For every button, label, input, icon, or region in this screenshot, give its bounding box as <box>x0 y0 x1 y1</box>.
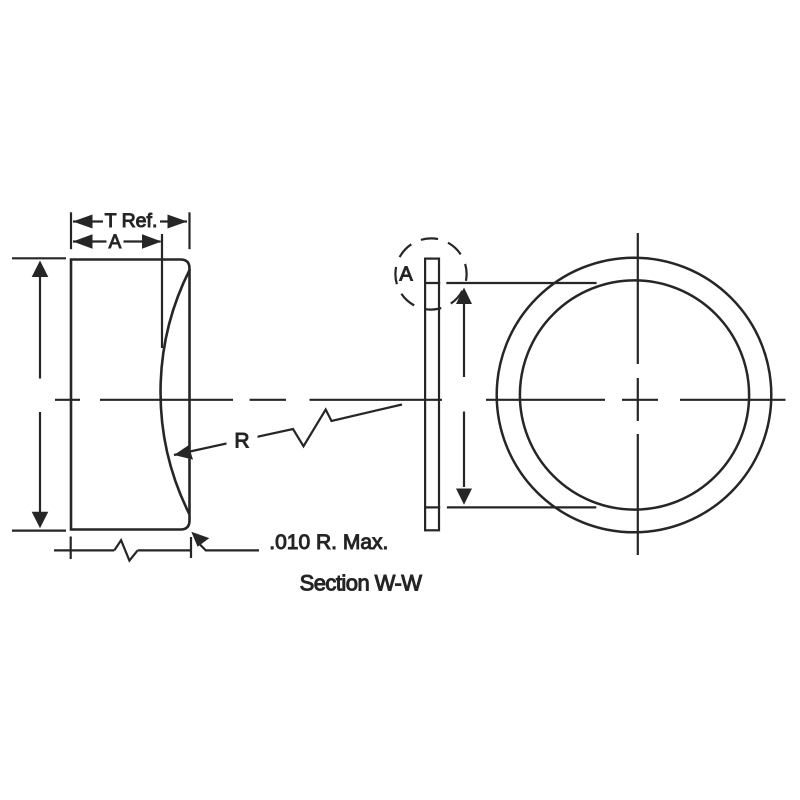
svg-text:R: R <box>234 430 249 453</box>
svg-text:Section W-W: Section W-W <box>300 570 423 595</box>
svg-text:A: A <box>109 232 122 253</box>
svg-text:.010 R. Max.: .010 R. Max. <box>269 531 388 554</box>
svg-text:A: A <box>399 263 413 285</box>
svg-text:T Ref.: T Ref. <box>105 210 158 232</box>
